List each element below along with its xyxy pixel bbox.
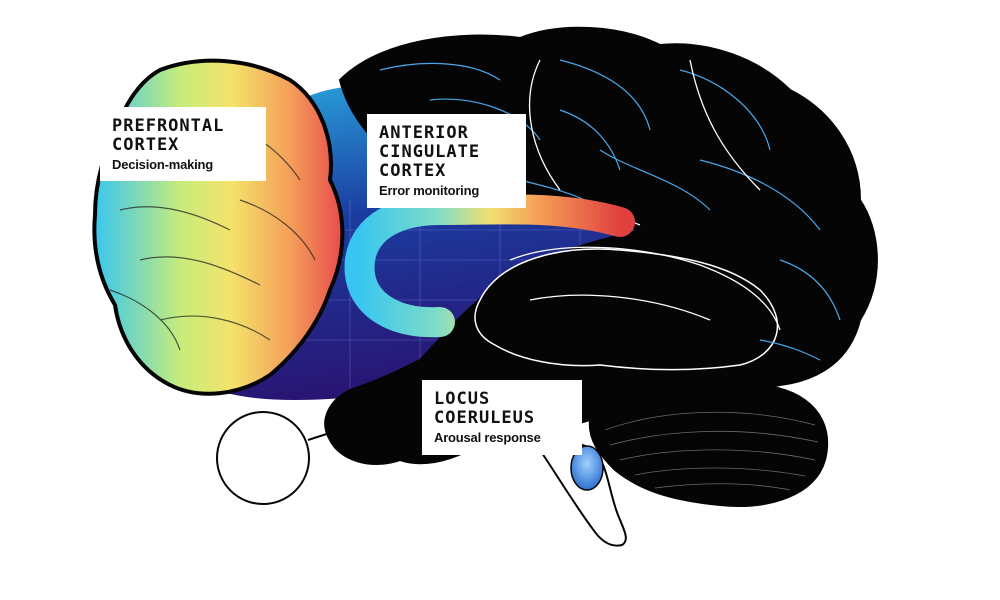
prefrontal-cortex-title: PREFRONTAL CORTEX [112,116,225,155]
temporal-lobe [474,248,779,371]
pointer-line [307,419,371,441]
anterior-cingulate-cortex-label: ANTERIOR CINGULATE CORTEX Error monitori… [367,114,526,208]
magnifier-circle [216,411,310,505]
locus-coeruleus-label: LOCUS COERULEUS Arousal response [422,380,582,455]
cerebellum-folia [604,411,819,491]
locus-coeruleus-region [570,445,604,491]
locus-coeruleus-title: LOCUS COERULEUS [434,389,536,428]
prefrontal-cortex-description: Decision-making [112,157,214,172]
prefrontal-cortex-label: PREFRONTAL CORTEX Decision-making [100,107,266,181]
anterior-cingulate-cortex [344,194,635,338]
locus-coeruleus-description: Arousal response [434,430,541,445]
cerebellum [588,382,829,507]
anterior-cingulate-cortex-description: Error monitoring [379,183,480,198]
anterior-cingulate-cortex-title: ANTERIOR CINGULATE CORTEX [379,123,481,181]
